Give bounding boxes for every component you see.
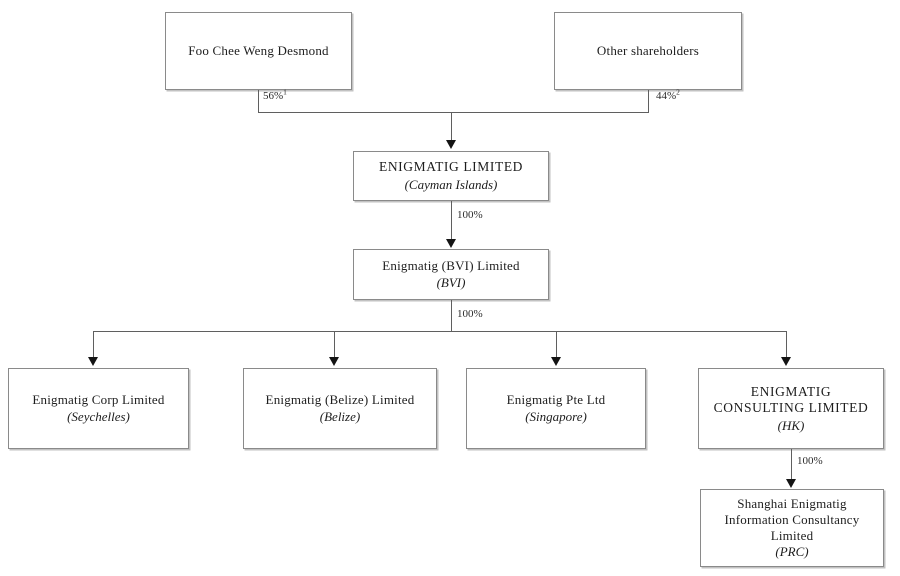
connector-drop-singapore (556, 331, 557, 359)
connector-subsidiary-bus (93, 331, 786, 332)
edge-label-44-percent: 44%2 (656, 87, 680, 102)
node-enigmatig-limited[interactable]: ENIGMATIG LIMITED (Cayman Islands) (353, 151, 549, 201)
node-shanghai-enigmatig[interactable]: Shanghai Enigmatig Information Consultan… (700, 489, 884, 567)
node-label: Shanghai Enigmatig Information Consultan… (724, 495, 860, 543)
node-jurisdiction: (BVI) (436, 275, 466, 290)
node-label: Enigmatig Corp Limited (32, 392, 165, 408)
node-label: Enigmatig Pte Ltd (506, 392, 606, 408)
arrowhead-to-enigmatig-consulting-limited (780, 357, 791, 366)
node-label: ENIGMATIG LIMITED (378, 159, 524, 175)
node-jurisdiction: (Seychelles) (67, 409, 130, 424)
node-enigmatig-consulting-limited[interactable]: ENIGMATIG CONSULTING LIMITED (HK) (698, 368, 884, 449)
node-enigmatig-belize-limited[interactable]: Enigmatig (Belize) Limited (Belize) (243, 368, 437, 449)
connector-foo-drop (258, 90, 259, 113)
node-label: Other shareholders (596, 43, 700, 59)
arrowhead-to-enigmatig-pte-ltd (550, 357, 561, 366)
node-other-shareholders[interactable]: Other shareholders (554, 12, 742, 90)
edge-label-100-percent-subsidiaries: 100% (457, 308, 483, 320)
connector-bvi-stem (451, 300, 452, 332)
connector-shareholders-bus (258, 112, 648, 113)
arrowhead-to-enigmatig-belize-limited (328, 357, 339, 366)
connector-hk-to-shanghai (791, 449, 792, 481)
node-label: ENIGMATIG CONSULTING LIMITED (713, 383, 869, 416)
node-jurisdiction: (HK) (777, 417, 805, 433)
connector-others-drop (648, 90, 649, 113)
node-jurisdiction: (Singapore) (525, 409, 587, 424)
arrowhead-to-enigmatig-limited (445, 140, 456, 149)
arrowhead-to-bvi (445, 239, 456, 248)
node-foo-chee-weng-desmond[interactable]: Foo Chee Weng Desmond (165, 12, 352, 90)
connector-enigmatig-to-bvi (451, 201, 452, 240)
node-label: Enigmatig (BVI) Limited (382, 258, 520, 274)
node-label: Enigmatig (Belize) Limited (265, 392, 415, 408)
connector-drop-corp (93, 331, 94, 359)
node-enigmatig-bvi-limited[interactable]: Enigmatig (BVI) Limited (BVI) (353, 249, 549, 300)
node-enigmatig-pte-ltd[interactable]: Enigmatig Pte Ltd (Singapore) (466, 368, 646, 449)
connector-to-enigmatig-stem (451, 112, 452, 141)
arrowhead-to-enigmatig-corp-limited (87, 357, 98, 366)
arrowhead-to-shanghai-enigmatig (785, 479, 796, 488)
node-jurisdiction: (Belize) (319, 409, 361, 424)
connector-drop-hk (786, 331, 787, 359)
node-jurisdiction: (PRC) (775, 544, 809, 560)
node-jurisdiction: (Cayman Islands) (404, 176, 498, 192)
connector-drop-belize (334, 331, 335, 359)
edge-label-56-percent: 56%1 (263, 87, 287, 102)
edge-label-100-percent-bvi: 100% (457, 209, 483, 221)
node-enigmatig-corp-limited[interactable]: Enigmatig Corp Limited (Seychelles) (8, 368, 189, 449)
edge-label-100-percent-shanghai: 100% (797, 455, 823, 467)
node-label: Foo Chee Weng Desmond (188, 43, 329, 59)
